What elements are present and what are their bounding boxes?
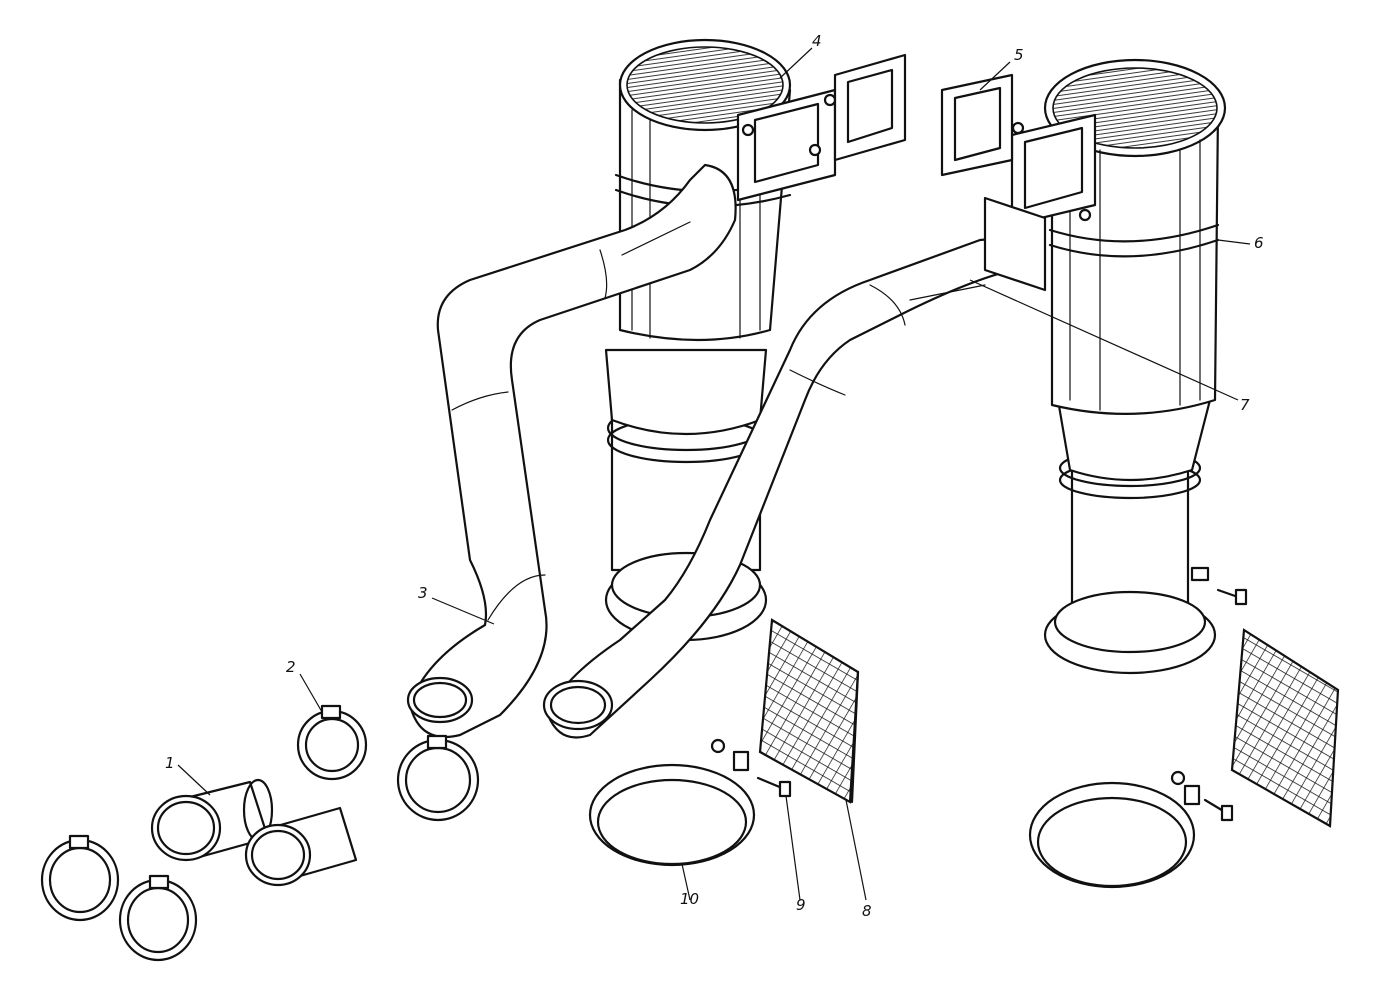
sleeve-front xyxy=(150,778,274,862)
clamp-pipe-end xyxy=(396,734,480,822)
bolt-left xyxy=(756,776,792,798)
callout-2: 2 xyxy=(286,658,296,676)
left-outlet-flange xyxy=(736,53,907,202)
bolt-right-upper xyxy=(1190,566,1248,606)
band-clamp-left xyxy=(588,738,756,867)
callout-7: 7 xyxy=(1240,396,1250,414)
callout-3: 3 xyxy=(418,584,428,602)
clamp-bottom-middle xyxy=(118,874,198,962)
leader-lines xyxy=(177,47,1251,901)
callout-4: 4 xyxy=(812,32,822,50)
callout-6: 6 xyxy=(1254,234,1264,252)
right-intake-pipe xyxy=(542,196,1047,739)
callout-1: 1 xyxy=(165,754,175,772)
callout-5: 5 xyxy=(1014,46,1024,64)
band-clamp-right xyxy=(1028,770,1201,889)
mesh-screen-right xyxy=(1230,628,1340,828)
mesh-screen-left xyxy=(758,618,860,804)
bolt-right-lower xyxy=(1203,798,1234,822)
callout-9: 9 xyxy=(796,896,806,914)
left-intake-pipe xyxy=(406,163,737,739)
callout-10: 10 xyxy=(680,890,699,908)
right-outlet-flange xyxy=(940,73,1097,227)
sleeve-rear xyxy=(244,806,358,887)
clamp-bottom-left xyxy=(40,834,120,922)
callout-8: 8 xyxy=(862,902,872,920)
clamp-2 xyxy=(296,704,368,781)
